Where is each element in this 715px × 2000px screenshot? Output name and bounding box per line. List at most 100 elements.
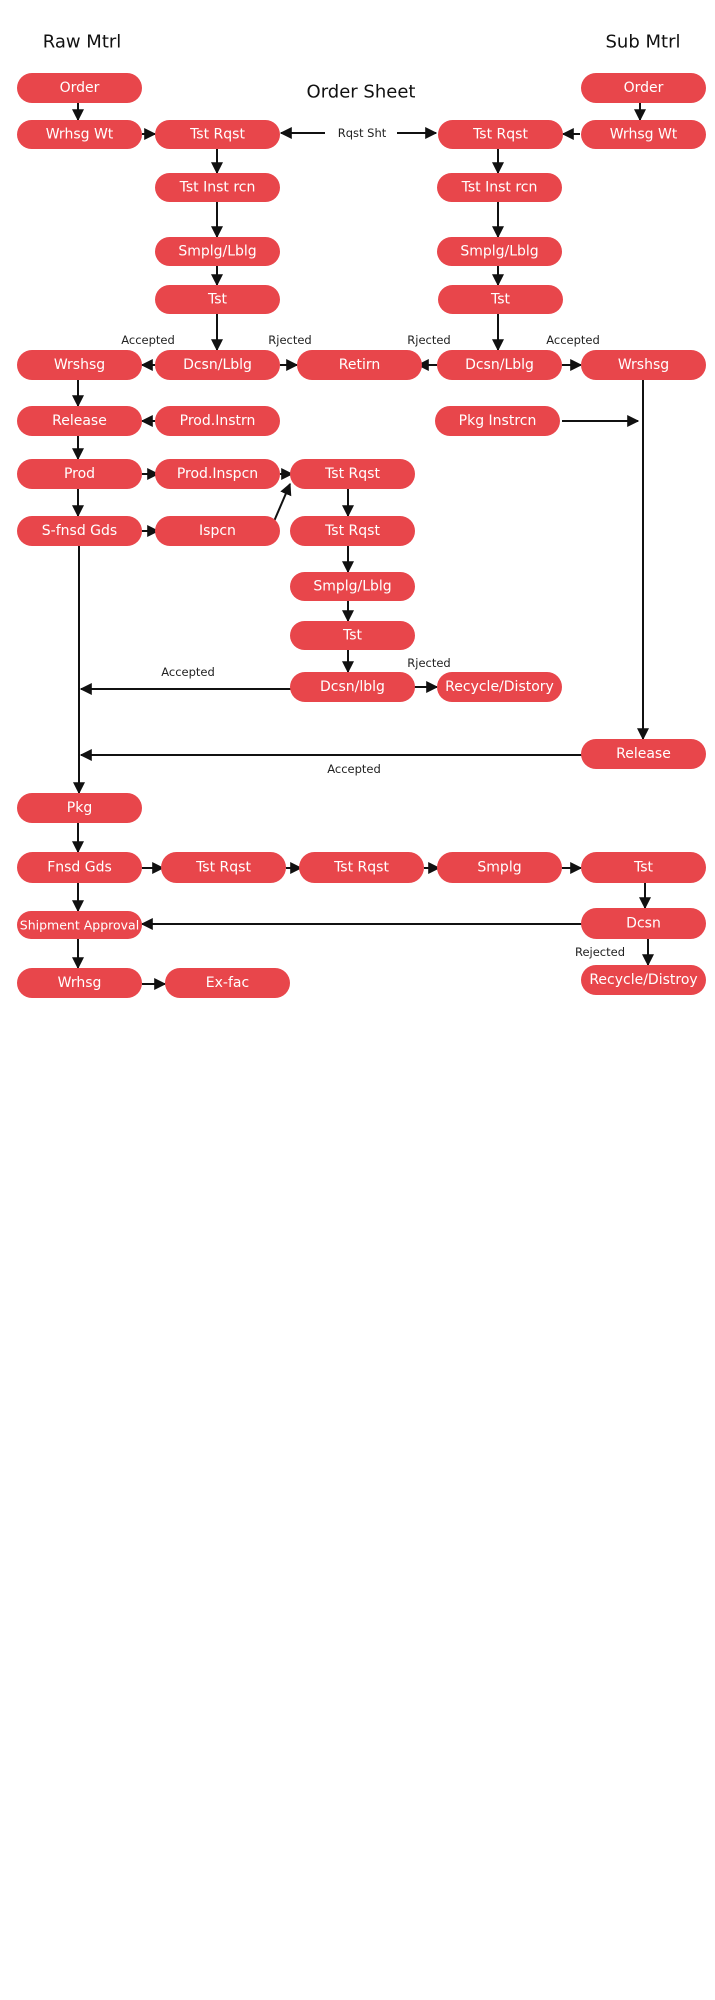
edge-label-rejected-mid: Rjected (407, 656, 450, 670)
node-dcsn-left: Dcsn/Lblg (155, 350, 280, 380)
node-smplg-b: Smplg (437, 852, 562, 883)
node-prod: Prod (17, 459, 142, 489)
edge-label-rejected-left: Rjected (268, 333, 311, 347)
edge-label-accepted-right: Accepted (546, 333, 600, 347)
node-tst-mid: Tst (290, 621, 415, 650)
node-wrhsg-b: Wrhsg (17, 968, 142, 998)
edge-ispcn-to-tstrqst-mid (271, 482, 292, 527)
svg-text:Smplg/Lblg: Smplg/Lblg (460, 244, 538, 260)
edge-labels: Rqst Sht Accepted Rjected Rjected Accept… (121, 126, 625, 959)
svg-text:Wrhsg Wt: Wrhsg Wt (610, 127, 678, 143)
node-retirn: Retirn (297, 350, 422, 380)
node-wrhsg-wt-right: Wrhsg Wt (581, 120, 706, 149)
svg-text:Order: Order (624, 80, 664, 96)
svg-text:Release: Release (616, 746, 671, 762)
svg-text:Tst Rqst: Tst Rqst (324, 523, 380, 539)
svg-text:Dcsn/Lblg: Dcsn/Lblg (183, 357, 252, 373)
node-prod-instrn: Prod.Instrn (155, 406, 280, 436)
node-tst-right: Tst (438, 285, 563, 314)
svg-text:Prod: Prod (64, 466, 95, 482)
node-tst-rqst-right: Tst Rqst (438, 120, 563, 149)
node-release-right: Release (581, 739, 706, 769)
node-wrhsg-wt-left: Wrhsg Wt (17, 120, 142, 149)
heading-raw-material: Raw Mtrl (43, 32, 122, 53)
node-pkg: Pkg (17, 793, 142, 823)
svg-text:Tst Rqst: Tst Rqst (472, 127, 528, 143)
node-order-right: Order (581, 73, 706, 103)
edge-label-rqst-sht: Rqst Sht (338, 126, 387, 140)
node-release-left: Release (17, 406, 142, 436)
node-ex-fac: Ex-fac (165, 968, 290, 998)
edge-label-rejected-b: Rejected (575, 945, 625, 959)
node-ispcn: Ispcn (155, 516, 280, 546)
svg-text:Pkg: Pkg (67, 800, 92, 816)
svg-text:Tst Rqst: Tst Rqst (189, 127, 245, 143)
node-tst-rqst-mid1: Tst Rqst (290, 459, 415, 489)
edge-label-accepted-release: Accepted (327, 762, 381, 776)
svg-text:Tst Inst rcn: Tst Inst rcn (179, 180, 256, 196)
svg-text:Dcsn/Lblg: Dcsn/Lblg (465, 357, 534, 373)
node-dcsn-mid: Dcsn/lblg (290, 672, 415, 702)
svg-text:Prod.Instrn: Prod.Instrn (180, 413, 256, 429)
node-tst-inst-right: Tst Inst rcn (437, 173, 562, 202)
svg-text:Order: Order (60, 80, 100, 96)
svg-text:Fnsd Gds: Fnsd Gds (47, 860, 112, 876)
svg-text:Tst: Tst (342, 628, 363, 644)
node-tst-rqst-left: Tst Rqst (155, 120, 280, 149)
node-fnsd-gds: Fnsd Gds (17, 852, 142, 883)
node-tst-rqst-mid2: Tst Rqst (290, 516, 415, 546)
node-tst-b: Tst (581, 852, 706, 883)
node-wrshsg-left: Wrshsg (17, 350, 142, 380)
svg-text:Tst Rqst: Tst Rqst (195, 860, 251, 876)
node-prod-inspcn: Prod.Inspcn (155, 459, 280, 489)
svg-text:Retirn: Retirn (339, 357, 380, 373)
svg-text:Smplg/Lblg: Smplg/Lblg (313, 579, 391, 595)
svg-text:Recycle/Distroy: Recycle/Distroy (589, 972, 697, 988)
svg-text:Release: Release (52, 413, 107, 429)
node-tst-rqst-b1: Tst Rqst (161, 852, 286, 883)
edge-label-rejected-right: Rjected (407, 333, 450, 347)
svg-text:Tst: Tst (490, 292, 511, 308)
svg-text:Smplg: Smplg (477, 860, 521, 876)
svg-text:Prod.Inspcn: Prod.Inspcn (177, 466, 258, 482)
node-tst-rqst-b2: Tst Rqst (299, 852, 424, 883)
node-pkg-instrcn: Pkg Instrcn (435, 406, 560, 436)
node-smplg-left: Smplg/Lblg (155, 237, 280, 266)
node-order-left: Order (17, 73, 142, 103)
svg-text:Tst Rqst: Tst Rqst (324, 466, 380, 482)
svg-text:Tst Inst rcn: Tst Inst rcn (461, 180, 538, 196)
svg-text:Dcsn: Dcsn (626, 916, 661, 932)
node-smplg-right: Smplg/Lblg (437, 237, 562, 266)
svg-text:Wrhsg: Wrhsg (58, 975, 102, 991)
node-wrshsg-right: Wrshsg (581, 350, 706, 380)
edge-label-accepted-left: Accepted (121, 333, 175, 347)
svg-text:Smplg/Lblg: Smplg/Lblg (178, 244, 256, 260)
svg-text:Tst Rqst: Tst Rqst (333, 860, 389, 876)
node-s-fnsd-gds: S-fnsd Gds (17, 516, 142, 546)
svg-text:Pkg Instrcn: Pkg Instrcn (459, 413, 537, 429)
node-shipment-approval: Shipment Approval (17, 911, 142, 939)
node-recycle-mid: Recycle/Distory (437, 672, 562, 702)
svg-text:S-fnsd Gds: S-fnsd Gds (42, 523, 117, 539)
svg-text:Recycle/Distory: Recycle/Distory (445, 679, 554, 695)
svg-text:Wrhsg Wt: Wrhsg Wt (46, 127, 114, 143)
heading-sub-material: Sub Mtrl (606, 32, 681, 53)
svg-text:Shipment Approval: Shipment Approval (20, 918, 139, 933)
node-tst-left: Tst (155, 285, 280, 314)
heading-order-sheet: Order Sheet (307, 82, 416, 103)
svg-text:Tst: Tst (207, 292, 228, 308)
node-recycle-b: Recycle/Distroy (581, 965, 706, 995)
node-smplg-mid: Smplg/Lblg (290, 572, 415, 601)
svg-text:Ex-fac: Ex-fac (206, 975, 249, 991)
svg-text:Ispcn: Ispcn (199, 523, 236, 539)
node-dcsn-right: Dcsn/Lblg (437, 350, 562, 380)
svg-text:Wrshsg: Wrshsg (54, 357, 105, 373)
edge-label-accepted-mid: Accepted (161, 665, 215, 679)
nodes: Order Order Wrhsg Wt Tst Rqst Tst Rqst W… (17, 73, 706, 998)
svg-text:Dcsn/lblg: Dcsn/lblg (320, 679, 385, 695)
svg-text:Tst: Tst (633, 860, 654, 876)
node-dcsn-b: Dcsn (581, 908, 706, 939)
svg-text:Wrshsg: Wrshsg (618, 357, 669, 373)
node-tst-inst-left: Tst Inst rcn (155, 173, 280, 202)
